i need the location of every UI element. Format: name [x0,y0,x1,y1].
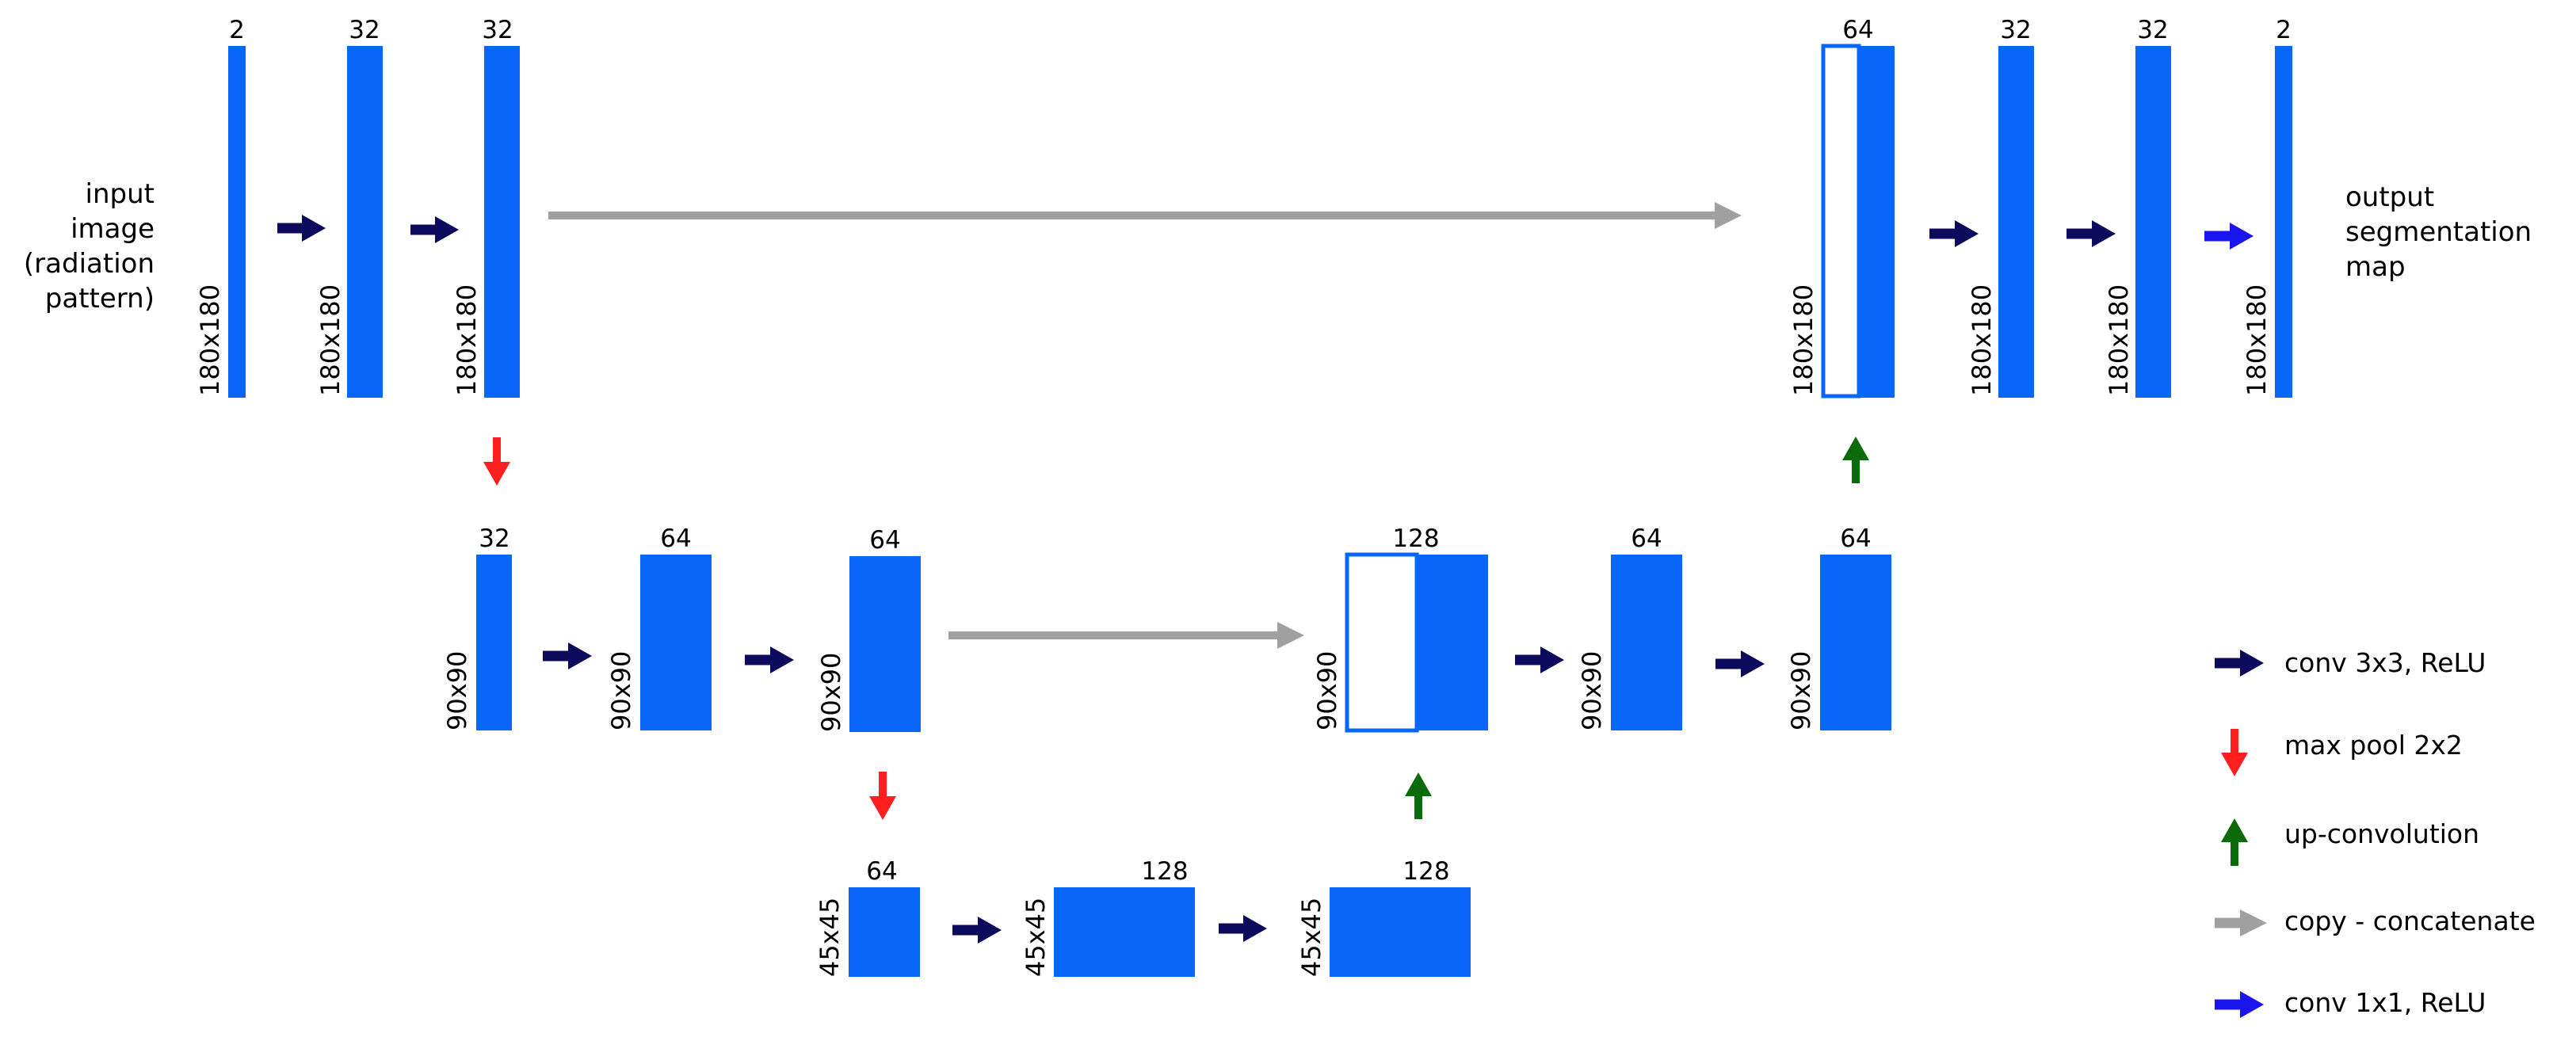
channel-count: 2 [229,16,245,44]
spatial-size: 45x45 [1296,898,1326,977]
channel-count: 32 [479,524,509,553]
block-enc1-input: 2 180x180 [195,16,246,398]
block-enc2-conv2: 64 90x90 [816,526,921,732]
svg-text:conv 1x1, ReLU: conv 1x1, ReLU [2284,987,2486,1018]
spatial-size: 90x90 [442,651,472,730]
feature-map [1054,887,1195,977]
upconv-arrows [1405,437,1869,819]
channel-count: 32 [2000,16,2031,44]
upsampled-feature-map [1417,555,1488,730]
spatial-size: 45x45 [815,898,845,977]
spatial-size: 90x90 [1577,651,1607,730]
svg-text:conv 3x3, ReLU: conv 3x3, ReLU [2284,647,2486,678]
svg-text:up-convolution: up-convolution [2284,818,2479,849]
channel-count: 64 [866,857,897,886]
block-bott-pooled: 64 45x45 [815,857,920,977]
svg-text:input: input [86,178,155,210]
block-output: 2 180x180 [2242,16,2292,398]
feature-map [640,555,712,730]
channel-count: 32 [2137,16,2168,44]
block-bott-conv1: 128 45x45 [1021,857,1195,977]
feature-map [347,46,383,398]
spatial-size: 180x180 [2104,284,2134,396]
legend-item-conv1x1: conv 1x1, ReLU [2215,987,2486,1018]
block-bott-conv2: 128 45x45 [1296,857,1471,977]
feature-map [228,46,246,398]
channel-count: 64 [1631,524,1662,553]
channel-count: 128 [1402,857,1449,886]
block-enc2-pooled: 32 90x90 [442,524,512,730]
spatial-size: 180x180 [452,284,482,396]
svg-text:map: map [2345,251,2406,283]
maxpool-arrows [483,437,896,820]
spatial-size: 180x180 [1967,284,1997,396]
upsampled-feature-map [1859,46,1895,398]
feature-map [1998,46,2034,398]
block-dec2-conv2: 64 90x90 [1786,524,1891,730]
block-dec1-conv1: 32 180x180 [1967,16,2034,398]
spatial-size: 180x180 [1788,284,1818,396]
feature-map [849,887,920,977]
spatial-size: 90x90 [1786,651,1816,730]
svg-text:(radiation: (radiation [24,248,155,280]
legend-item-copy: copy - concatenate [2215,906,2536,936]
channel-count: 64 [1840,524,1871,553]
feature-map [2135,46,2171,398]
spatial-size: 180x180 [195,284,225,396]
spatial-size: 90x90 [816,653,846,732]
feature-map [1820,555,1891,730]
spatial-size: 90x90 [606,651,636,730]
output-label: output segmentation map [2345,181,2532,283]
channel-count: 2 [2276,16,2292,44]
block-enc1-conv1: 32 180x180 [315,16,383,398]
legend: conv 3x3, ReLU max pool 2x2 up-convoluti… [2215,647,2536,1018]
block-dec1-conv2: 32 180x180 [2104,16,2171,398]
copy-arrows [548,202,1742,649]
legend-item-conv3x3: conv 3x3, ReLU [2215,647,2486,678]
svg-text:max pool 2x2: max pool 2x2 [2284,730,2463,761]
feature-map [849,556,921,732]
block-enc1-conv2: 32 180x180 [452,16,520,398]
spatial-size: 180x180 [315,284,345,396]
feature-map [1330,887,1471,977]
legend-item-maxpool: max pool 2x2 [2221,729,2463,776]
channel-count: 128 [1392,524,1439,553]
channel-count: 64 [869,526,900,555]
channel-count: 64 [660,524,691,553]
input-label: input image (radiation pattern) [24,178,155,315]
copied-feature-map [1345,552,1419,733]
channel-count: 32 [349,16,380,44]
channel-count: 64 [1842,16,1873,44]
copied-feature-map [1821,44,1861,398]
channel-count: 128 [1141,857,1188,886]
spatial-size: 180x180 [2242,284,2272,396]
block-dec1-concat: 64 180x180 [1788,16,1895,398]
svg-text:output: output [2345,181,2434,213]
conv-arrows [277,215,2116,944]
feature-map [484,46,520,398]
spatial-size: 45x45 [1021,898,1051,977]
spatial-size: 90x90 [1312,651,1342,730]
svg-text:copy - concatenate: copy - concatenate [2284,906,2536,936]
channel-count: 32 [482,16,513,44]
legend-item-upconv: up-convolution [2221,818,2479,866]
svg-text:segmentation: segmentation [2345,216,2532,248]
block-dec2-concat: 128 90x90 [1312,524,1488,733]
svg-text:image: image [71,213,155,245]
block-dec2-conv1: 64 90x90 [1577,524,1682,730]
feature-map [476,555,512,730]
svg-text:pattern): pattern) [45,283,155,315]
feature-map [2275,46,2292,398]
feature-map [1611,555,1682,730]
block-enc2-conv1: 64 90x90 [606,524,712,730]
